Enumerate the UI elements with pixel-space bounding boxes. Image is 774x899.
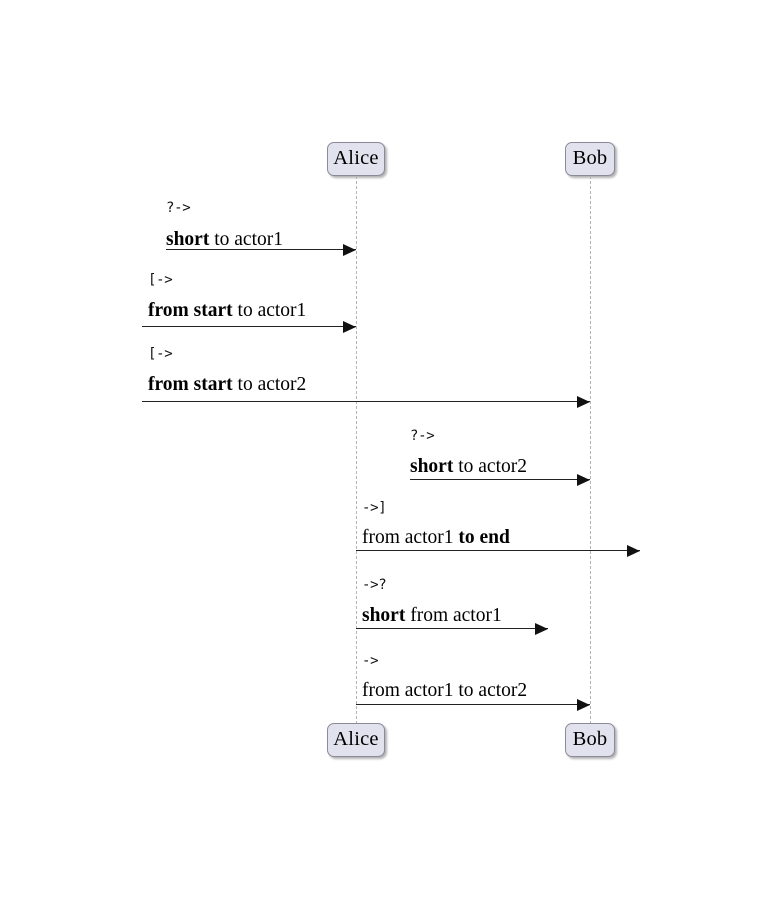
message-1-label-part-0: short <box>166 229 210 250</box>
actor-foot-bob[interactable]: Bob <box>565 723 615 757</box>
message-1-label-part-1: to actor1 <box>209 229 283 250</box>
message-1-arrowhead <box>343 244 356 256</box>
message-6-label: short from actor1 <box>362 605 502 627</box>
message-1-syntax: ?-> <box>166 200 191 216</box>
message-6-arrow <box>356 628 548 629</box>
message-4-arrow <box>410 479 590 480</box>
message-2-syntax: [-> <box>148 272 173 288</box>
actor-head-alice-label: Alice <box>333 146 379 169</box>
message-4-label-part-1: to actor2 <box>453 456 527 477</box>
message-6-arrowhead <box>535 623 548 635</box>
message-6-syntax: ->? <box>362 577 387 593</box>
lifeline-alice <box>356 176 357 724</box>
message-4-label-part-0: short <box>410 456 454 477</box>
message-4-label: short to actor2 <box>410 456 527 478</box>
message-2-label-part-1: to actor1 <box>232 300 307 321</box>
actor-head-alice[interactable]: Alice <box>327 142 385 176</box>
actor-head-bob[interactable]: Bob <box>565 142 615 176</box>
message-2-label-part-0: from start <box>148 300 233 321</box>
message-2-arrowhead <box>343 321 356 333</box>
message-5-label-part-0: from actor1 <box>362 527 459 548</box>
message-5-label: from actor1 to end <box>362 527 510 549</box>
message-7-arrowhead <box>577 699 590 711</box>
message-1-label: short to actor1 <box>166 229 283 251</box>
message-1-arrow <box>166 249 356 250</box>
actor-head-bob-label: Bob <box>572 146 608 169</box>
message-4-syntax: ?-> <box>410 428 435 444</box>
message-7-syntax: -> <box>362 653 379 669</box>
message-3-arrow <box>142 401 590 402</box>
message-5-arrowhead <box>627 545 640 557</box>
message-7-label-part-0: from actor1 to actor2 <box>362 680 528 701</box>
actor-foot-alice-label: Alice <box>333 727 379 750</box>
message-3-label-part-0: from start <box>148 374 233 395</box>
message-3-arrowhead <box>577 396 590 408</box>
message-2-label: from start to actor1 <box>148 300 306 322</box>
message-6-label-part-0: short <box>362 605 406 626</box>
message-3-syntax: [-> <box>148 346 173 362</box>
message-6-label-part-1: from actor1 <box>405 605 502 626</box>
message-3-label: from start to actor2 <box>148 374 306 396</box>
message-7-arrow <box>356 704 590 705</box>
message-5-syntax: ->] <box>362 500 387 516</box>
message-5-arrow <box>356 550 640 551</box>
message-4-arrowhead <box>577 474 590 486</box>
message-7-label: from actor1 to actor2 <box>362 680 527 702</box>
message-2-arrow <box>142 326 356 327</box>
lifeline-bob <box>590 176 591 724</box>
actor-foot-alice[interactable]: Alice <box>327 723 385 757</box>
message-3-label-part-1: to actor2 <box>232 374 307 395</box>
actor-foot-bob-label: Bob <box>572 727 608 750</box>
message-5-label-part-1: to end <box>458 527 510 548</box>
